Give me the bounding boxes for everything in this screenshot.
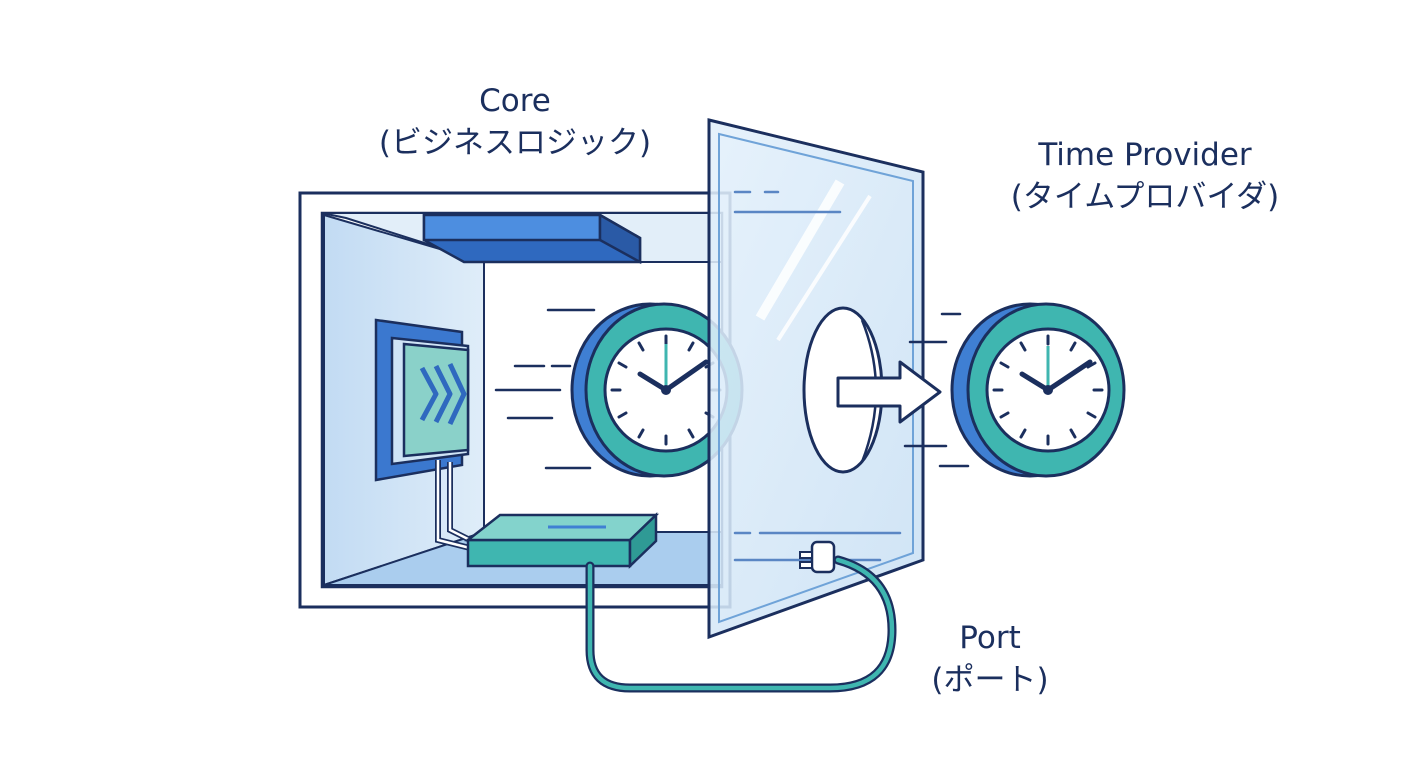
clock-icon xyxy=(950,302,1126,478)
port-label: Port (ポート) xyxy=(880,617,1100,701)
port-glass-panel xyxy=(707,118,925,640)
port-device xyxy=(464,512,660,569)
port-subtitle: (ポート) xyxy=(931,662,1049,698)
chevron-arrows-icon xyxy=(419,362,467,426)
cable-icon xyxy=(585,555,897,693)
time-provider-title: Time Provider xyxy=(1038,137,1252,173)
port-title: Port xyxy=(959,620,1021,656)
arrow-right-icon xyxy=(836,360,942,424)
clock-icon xyxy=(570,302,744,478)
core-title: Core xyxy=(479,83,551,119)
core-subtitle: (ビジネスロジック) xyxy=(378,125,652,161)
motion-lines-right xyxy=(903,312,970,468)
time-provider-subtitle: (タイムプロバイダ) xyxy=(1010,179,1280,215)
time-provider-label: Time Provider (タイムプロバイダ) xyxy=(950,134,1340,218)
motion-lines-left xyxy=(494,308,596,470)
core-label: Core (ビジネスロジック) xyxy=(330,80,700,164)
core-module xyxy=(374,318,472,551)
plug-icon xyxy=(799,540,836,574)
ceiling-block xyxy=(422,212,642,265)
